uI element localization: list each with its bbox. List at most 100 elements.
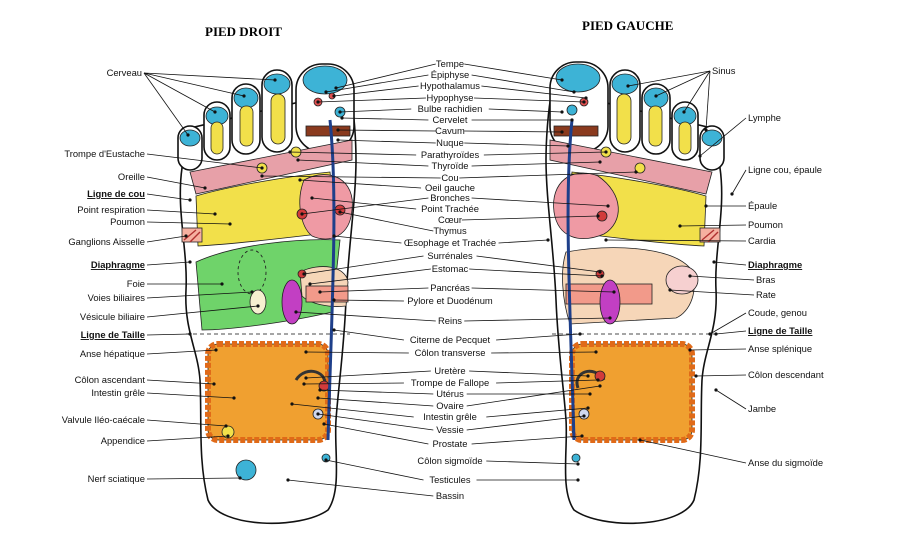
left-cerveau-leader-1 — [143, 72, 189, 136]
left-trompe-d-eustache-label: Trompe d'Eustache — [64, 148, 145, 159]
left-appendice-leader-1 — [146, 435, 229, 442]
center-epiphyse-leader-2 — [471, 74, 575, 93]
right-neck-band — [305, 125, 351, 137]
center-epiphyse-leader-1 — [325, 74, 429, 93]
center-ovaire-leader-2 — [466, 385, 601, 407]
center-surrenales-leader-1 — [303, 255, 424, 275]
left-toe-4-bar — [678, 121, 692, 155]
center-prostate-marker-1 — [322, 422, 326, 426]
left-vesicule-biliaire-label: Vésicule biliaire — [80, 311, 145, 322]
center-hypophyse-marker-2 — [582, 100, 586, 104]
left-colon-ascendant-leader-1 — [146, 379, 215, 385]
center-intestin-grele-marker-2 — [586, 406, 590, 410]
left-toe-2-bar — [616, 93, 632, 145]
center-uretere-leader-1 — [305, 370, 431, 379]
center-intestin-grele-leader-2 — [486, 407, 589, 418]
center-citerne-de-pecquet-marker-1 — [332, 328, 336, 332]
center-prostate-label: Prostate — [433, 438, 468, 449]
center-pancreas-leader-2 — [471, 287, 615, 293]
center-bronches-label: Bronches — [430, 192, 470, 203]
center-oeil-gauche-label: Oeil gauche — [425, 182, 475, 193]
center-testicules-marker-1 — [324, 458, 328, 462]
center-testicules-marker-2 — [576, 478, 580, 482]
center-citerne-de-pecquet-leader-2 — [496, 333, 581, 341]
right-colon-descendant-label: Côlon descendant — [748, 369, 824, 380]
left-neck-band — [553, 125, 599, 137]
left-toe-5-tip — [701, 129, 723, 147]
left-diaphragme-label: Diaphragme — [91, 259, 145, 270]
center-tempe-label: Tempe — [436, 58, 464, 69]
center-oeil-gauche-leader-1 — [299, 179, 422, 189]
center-bulbe-rachidien-marker-2 — [560, 110, 564, 114]
center-colon-sigmoide-marker-1 — [576, 462, 580, 466]
right-cardia-marker-1 — [604, 238, 608, 242]
left-foot — [545, 61, 725, 525]
right-sciatic-point — [235, 459, 257, 481]
center-c-ur-label: Cœur — [438, 214, 462, 225]
right-toe-5-tip — [179, 129, 201, 147]
right-ligne-de-taille-leader-1 — [715, 330, 747, 335]
center-colon-transverse-label: Côlon transverse — [415, 347, 486, 358]
left-ganglions-aisselle-label: Ganglions Aisselle — [68, 236, 145, 247]
center-cavum-leader-1 — [337, 129, 436, 132]
right-bras-marker-1 — [688, 274, 692, 278]
center-sophage-et-trachee-leader-1 — [333, 235, 402, 244]
center-pylore-et-duodenum-label: Pylore et Duodénum — [407, 295, 493, 306]
left-toe-2-tip — [611, 73, 639, 95]
right-toe-3-tip — [233, 87, 259, 109]
left-intestin-grele-leader-1 — [146, 392, 235, 399]
left-armpit-zone — [699, 227, 721, 243]
center-vessie-label: Vessie — [436, 424, 464, 435]
left-eustachian-point — [634, 162, 646, 174]
left-foie-label: Foie — [127, 278, 145, 289]
center-parathyroides-marker-2 — [604, 150, 608, 154]
right-coude-genou-label: Coude, genou — [748, 307, 807, 318]
right-sinus-marker-2 — [654, 94, 658, 98]
center-trompe-de-fallope-leader-1 — [303, 382, 404, 385]
left-ligne-de-cou-leader-1 — [146, 193, 191, 201]
center-cervelet-marker-1 — [340, 116, 344, 120]
center-colon-transverse-marker-2 — [594, 350, 598, 354]
right-epaule-marker-1 — [704, 204, 708, 208]
center-bulbe-rachidien-leader-1 — [339, 108, 412, 113]
center-surrenales-marker-1 — [302, 272, 306, 276]
center-epiphyse-label: Épiphyse — [431, 69, 470, 80]
left-appendice-marker-1 — [226, 434, 230, 438]
center-parathyroides-leader-2 — [483, 151, 607, 156]
title-left-foot: PIED GAUCHE — [582, 18, 673, 33]
center-surrenales-label: Surrénales — [427, 250, 473, 261]
center-bulbe-rachidien-label: Bulbe rachidien — [418, 103, 483, 114]
right-ligne-de-taille-marker-1 — [714, 332, 718, 336]
left-voies-biliaires-marker-1 — [250, 290, 254, 294]
right-rate-marker-1 — [668, 288, 672, 292]
right-anse-splenique-label: Anse splénique — [748, 343, 812, 354]
right-diaphragme-marker-1 — [712, 260, 716, 264]
left-cerveau-leader-3 — [143, 72, 245, 97]
center-surrenales-marker-2 — [598, 270, 602, 274]
center-tempe-leader-1 — [335, 63, 436, 89]
left-anse-hepatique-marker-1 — [214, 348, 218, 352]
right-ligne-cou-epaule-marker-1 — [730, 192, 734, 196]
center-prostate-marker-2 — [580, 434, 584, 438]
left-toe-3-tip — [643, 87, 669, 109]
center-vessie-marker-2 — [582, 414, 586, 418]
right-rate-label: Rate — [756, 289, 776, 300]
center-thyroide-label: Thyroïde — [432, 160, 469, 171]
center-uterus-label: Utérus — [436, 388, 464, 399]
center-pancreas-marker-1 — [318, 290, 322, 294]
center-uterus-leader-1 — [319, 389, 434, 395]
right-toe-4-bar — [210, 121, 224, 155]
center-trompe-de-fallope-leader-2 — [496, 379, 599, 384]
right-anse-du-sigmoide-marker-1 — [638, 438, 642, 442]
center-colon-sigmoide-leader-1 — [486, 460, 579, 465]
right-armpit-hatch-1 — [183, 229, 197, 241]
left-oreille-leader-1 — [146, 176, 206, 189]
center-vessie-marker-1 — [316, 412, 320, 416]
center-hypophyse-marker-1 — [316, 100, 320, 104]
left-cerveau-leader-4 — [143, 72, 276, 81]
center-nuque-label: Nuque — [436, 137, 464, 148]
left-ligne-de-taille-leader-1 — [146, 333, 191, 336]
center-pylore-et-duodenum-marker-1 — [332, 298, 336, 302]
center-pancreas-label: Pancréas — [430, 282, 470, 293]
right-armpit-hatch-2 — [189, 231, 201, 243]
